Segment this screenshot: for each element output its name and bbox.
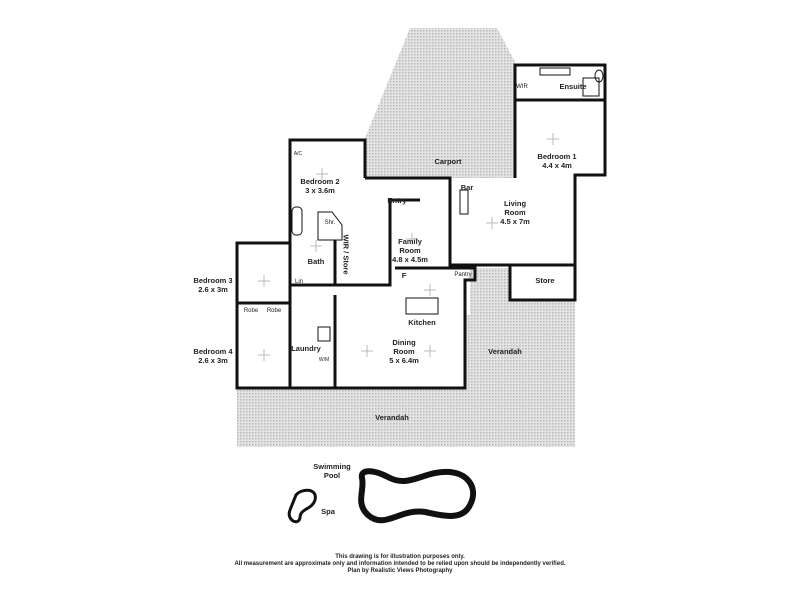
robe1-label: Robe xyxy=(243,308,259,314)
linen-label: Lin xyxy=(294,279,304,285)
bedroom2-size: 3 x 3.6m xyxy=(305,186,335,195)
living-name: Living xyxy=(503,199,527,208)
credit-line: Plan by Realistic Views Photography xyxy=(347,568,453,574)
bedroom3-size: 2.6 x 3m xyxy=(198,285,228,294)
washing-machine-label: W/M xyxy=(318,357,330,363)
bath-label: Bath xyxy=(307,257,325,266)
bedroom2-name: Bedroom 2 xyxy=(300,177,340,186)
room-markers xyxy=(258,133,559,361)
carport-area xyxy=(365,28,515,178)
swimming-pool xyxy=(358,468,477,524)
family-name2: Room xyxy=(399,246,421,255)
disclaimer-line-1: This drawing is for illustration purpose… xyxy=(335,554,465,560)
bedroom1-size: 4.4 x 4m xyxy=(542,161,572,170)
fixtures xyxy=(291,67,604,342)
carport-label: Carport xyxy=(434,157,462,166)
verandah-bottom-label: Verandah xyxy=(375,413,409,422)
bedroom4-name: Bedroom 4 xyxy=(193,347,233,356)
laundry-label: Laundry xyxy=(291,344,321,353)
fridge-label: F xyxy=(401,271,407,280)
dining-size: 5 x 6.4m xyxy=(389,356,419,365)
kitchen-label: Kitchen xyxy=(408,318,436,327)
store-label: Store xyxy=(535,276,555,285)
entry-label: Entry xyxy=(387,196,407,205)
disclaimer-line-2: All measurement are approximate only and… xyxy=(234,561,566,567)
dining-name2: Room xyxy=(393,347,415,356)
shower-label: Shr. xyxy=(324,220,336,226)
verandah-right-area xyxy=(465,268,575,388)
bedroom4-size: 2.6 x 3m xyxy=(198,356,228,365)
bedroom1-name: Bedroom 1 xyxy=(537,152,577,161)
bar-label: Bar xyxy=(460,183,474,192)
pool-name: Swimming xyxy=(313,462,351,471)
verandah-bottom-area xyxy=(237,388,575,447)
robe2-label: Robe xyxy=(266,308,282,314)
pool-name2: Pool xyxy=(323,471,341,480)
ac-label: A/C xyxy=(293,151,303,157)
pantry-label: Pantry xyxy=(454,272,472,278)
family-size: 4.8 x 4.5m xyxy=(392,255,428,264)
dining-name: Dining xyxy=(392,338,416,347)
living-size: 4.5 x 7m xyxy=(500,217,530,226)
wir-label: WIR xyxy=(516,84,528,90)
bedroom3-name: Bedroom 3 xyxy=(193,276,233,285)
verandah-right-label: Verandah xyxy=(488,347,522,356)
ensuite-label: Ensuite xyxy=(559,82,587,91)
spa-label: Spa xyxy=(321,507,335,516)
living-name2: Room xyxy=(504,208,526,217)
walls xyxy=(235,63,607,390)
family-name: Family xyxy=(398,237,422,246)
wir-store-label: WIR / Store xyxy=(341,234,351,275)
spa xyxy=(287,488,317,524)
